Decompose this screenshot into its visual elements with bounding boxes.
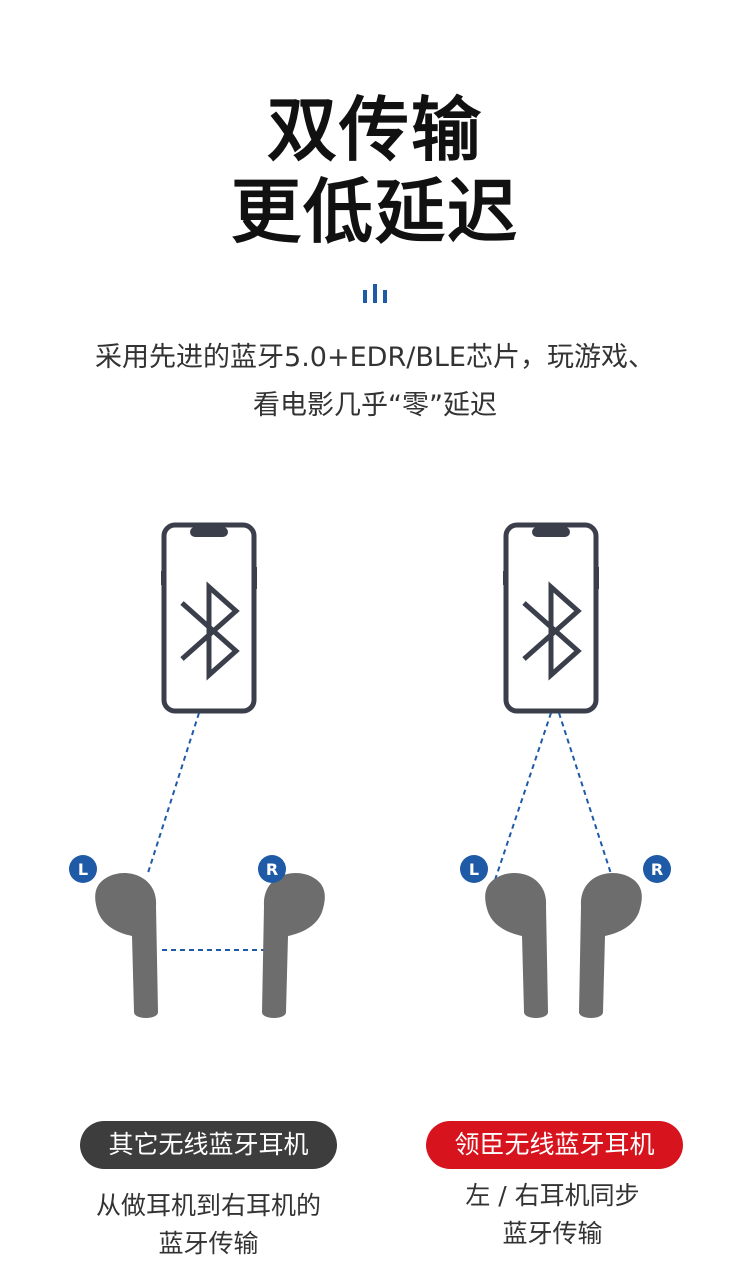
headline-line-1: 双传输 xyxy=(267,89,483,171)
left-earbud-l-icon xyxy=(95,873,158,1018)
left-badge-r: R xyxy=(266,860,278,879)
other-earbuds-label: 其它无线蓝牙耳机 xyxy=(80,1121,337,1169)
right-caption-line-2: 蓝牙传输 xyxy=(502,1219,603,1248)
right-earbud-l-icon xyxy=(485,873,548,1018)
left-earbud-r-icon xyxy=(262,873,325,1018)
right-badge-l: L xyxy=(469,860,479,879)
left-phone-icon xyxy=(161,525,257,711)
description-line-1: 采用先进的蓝牙5.0+EDR/BLE芯片，玩游戏、 xyxy=(95,342,655,373)
right-diagram: L R xyxy=(460,525,671,1018)
right-phone-icon xyxy=(503,525,599,711)
right-badge-r: R xyxy=(651,860,663,879)
left-caption-line-2: 蓝牙传输 xyxy=(158,1229,259,1258)
headline-line-2: 更低延迟 xyxy=(231,171,519,253)
right-earbud-r-icon xyxy=(579,873,642,1018)
right-caption-line-1: 左 / 右耳机同步 xyxy=(465,1181,640,1210)
left-badge-l: L xyxy=(78,860,88,879)
left-diagram: L R xyxy=(69,525,325,1018)
brand-earbuds-label: 领臣无线蓝牙耳机 xyxy=(426,1121,683,1169)
left-caption-line-1: 从做耳机到右耳机的 xyxy=(95,1191,321,1220)
signal-bars-icon xyxy=(363,283,387,303)
description-line-2: 看电影几乎“零”延迟 xyxy=(253,390,497,421)
